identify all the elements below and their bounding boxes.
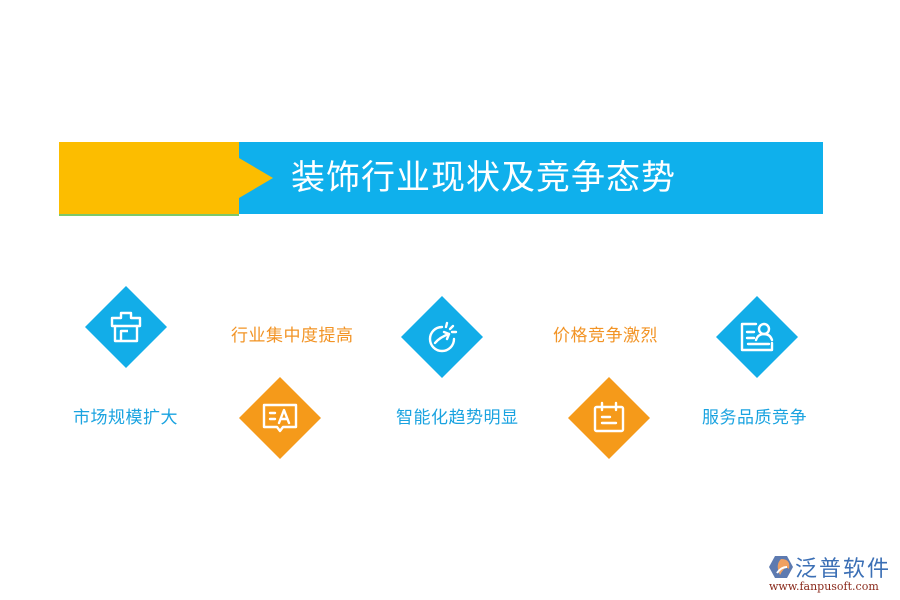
banner-accent-block	[59, 142, 239, 214]
page-title: 装饰行业现状及竞争态势	[291, 158, 676, 198]
shop-icon	[104, 305, 148, 349]
banner-underline	[59, 214, 239, 216]
item-label: 市场规模扩大	[73, 408, 178, 428]
item-label: 行业集中度提高	[231, 326, 354, 346]
brand-logo: 泛普软件 www.fanpusoft.com	[767, 551, 895, 595]
logo-name: 泛普软件	[795, 557, 892, 582]
banner-arrow-icon	[239, 158, 273, 198]
id-card-icon	[735, 315, 779, 359]
calendar-icon	[587, 396, 631, 440]
growth-arrow-icon	[420, 315, 464, 359]
fanpu-logo-icon	[767, 553, 795, 581]
title-banner: 装饰行业现状及竞争态势	[59, 142, 823, 216]
item-label: 智能化趋势明显	[396, 408, 519, 428]
logo-url: www.fanpusoft.com	[769, 580, 879, 593]
chat-a-icon	[258, 396, 302, 440]
item-label: 服务品质竞争	[702, 408, 807, 428]
item-label: 价格竞争激烈	[553, 326, 658, 346]
